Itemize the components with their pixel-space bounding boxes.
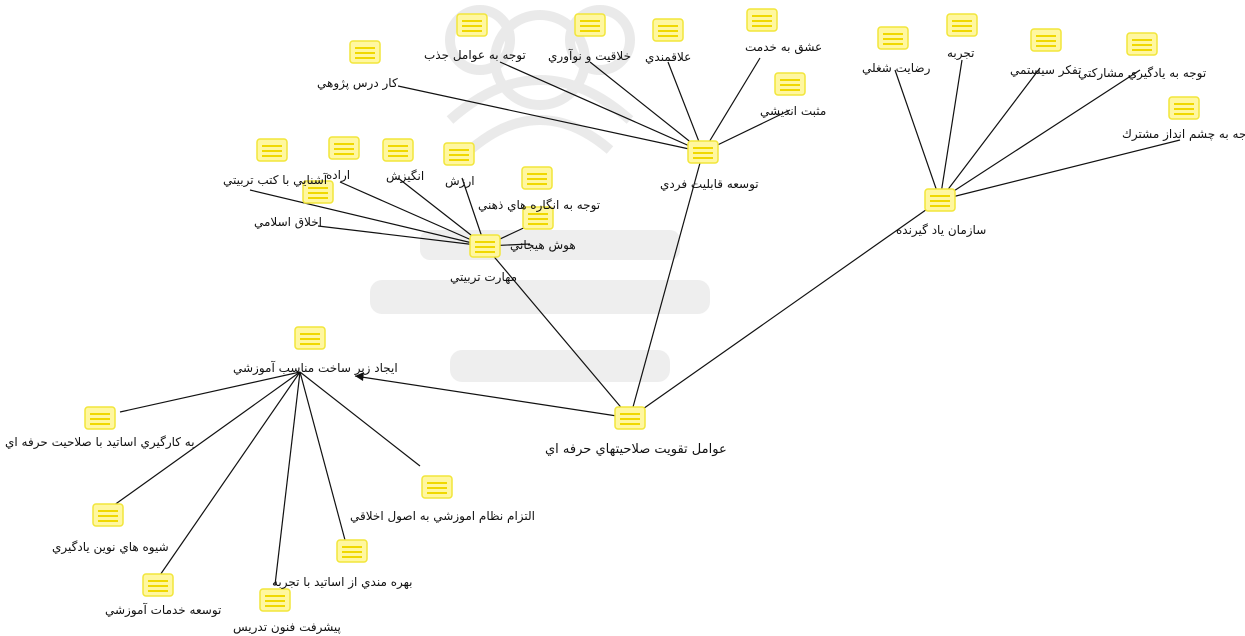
hub2-child-c4-icon[interactable]	[1126, 32, 1158, 56]
hub3-child-c6-icon[interactable]	[521, 166, 553, 190]
edge-hub3-c2	[317, 225, 486, 247]
edge-hub4-c6	[299, 371, 421, 467]
hub1-child-c2-icon[interactable]	[456, 13, 488, 37]
hub2-child-c5-icon[interactable]	[1168, 96, 1200, 120]
hub1-child-c1-label: كار درس پژوهي	[317, 76, 398, 90]
hub3-node-icon[interactable]	[469, 234, 501, 258]
edge-hub1-c4	[667, 61, 704, 153]
node-icons	[84, 8, 1200, 612]
hub2-child-c2-label: تجربه	[947, 46, 975, 60]
hub1-child-c1-icon[interactable]	[349, 40, 381, 64]
hub3-child-c6-label: توجه به انگاره هاي ذهني	[478, 198, 601, 212]
hub4-child-c1-label: به كارگيري اساتيد با صلاحيت حرفه اي	[5, 435, 195, 449]
edge-hub2-c4	[939, 69, 1141, 201]
hub1-child-c4-label: علاقمندي	[645, 50, 692, 64]
hub1-child-c3-icon[interactable]	[574, 13, 606, 37]
hub4-child-c6-label: التزام نظام اموزشي به اصول اخلاقي	[350, 509, 536, 523]
edge-center-hub3	[484, 245, 631, 419]
hub2-label: سازمان ياد گيرنده	[896, 223, 987, 237]
hub1-node-icon[interactable]	[687, 140, 719, 164]
hub3-child-c3-icon[interactable]	[328, 136, 360, 160]
hub1-child-c5-icon[interactable]	[746, 8, 778, 32]
edge-hub1-c1	[397, 85, 704, 153]
hub4-child-c2-icon[interactable]	[92, 503, 124, 527]
hub1-child-c2-label: توجه به عوامل جذب	[424, 48, 526, 62]
edge-hub4-c1	[119, 371, 301, 413]
hub2-node-icon[interactable]	[924, 188, 956, 212]
hub2-child-c4-label: توجه به يادگيري مشاركتي	[1078, 66, 1207, 80]
hub4-child-c4-icon[interactable]	[259, 588, 291, 612]
edge-hub4-c4	[274, 371, 301, 586]
edge-center-hub4	[354, 375, 631, 419]
hub3-child-c4-label: انگيزش	[386, 169, 425, 183]
edge-hub2-c3	[939, 67, 1041, 201]
hub3-child-c4-icon[interactable]	[382, 138, 414, 162]
hub3-child-c1-icon[interactable]	[256, 138, 288, 162]
hub3-label: مهارت تربيتي	[450, 270, 518, 284]
hub1-child-c5-label: عشق به خدمت	[745, 40, 823, 54]
hub4-child-c4-label: پيشرفت فنون تدريس	[233, 620, 341, 634]
hub4-label: ايجاد زير ساخت مناسب آموزشي	[233, 361, 398, 375]
hub2-child-c2-icon[interactable]	[946, 13, 978, 37]
edge-hub2-c1	[894, 69, 941, 201]
hub3-child-c1-label: آشنايي با كتب تربيتي	[223, 173, 328, 187]
edge-hub3-c1	[249, 189, 486, 247]
hub4-child-c2-label: شيوه هاي نوين يادگيري	[52, 540, 169, 554]
center-node-icon[interactable]	[614, 406, 646, 430]
edge-hub4-c5	[299, 371, 346, 541]
hub4-child-c6-icon[interactable]	[421, 475, 453, 499]
center-node-label: عوامل تقويت صلاحيتهاي حرفه اي	[545, 442, 727, 457]
hub3-child-c5-label: ارزش	[445, 174, 475, 188]
hub2-child-c3-icon[interactable]	[1030, 28, 1062, 52]
hub2-child-c3-label: تفكر سيستمي	[1010, 63, 1082, 77]
edge-hub1-c3	[589, 61, 704, 153]
edge-hub1-c5	[702, 57, 761, 153]
hub4-child-c3-icon[interactable]	[142, 573, 174, 597]
edge-hub2-c5	[939, 139, 1181, 201]
hub2-child-c5-label: توجه به چشم انداز مشترك	[1122, 127, 1245, 141]
hub1-child-c3-label: خلاقيت و نوآوري	[548, 49, 631, 63]
edge-hub3-c4	[397, 177, 486, 247]
edge-hub2-c2	[939, 59, 963, 201]
hub4-child-c3-label: توسعه خدمات آموزشي	[105, 603, 222, 617]
edge-center-hub1	[629, 151, 704, 419]
edge-hub4-c2	[109, 371, 301, 509]
hub1-label: توسعه قابليت فردي	[660, 177, 759, 191]
edge-center-hub2	[629, 199, 941, 419]
hub3-child-c3-label: اراده	[326, 168, 351, 182]
hub4-child-c1-icon[interactable]	[84, 406, 116, 430]
hub1-child-c6-icon[interactable]	[774, 72, 806, 96]
hub2-child-c1-label: رضايت شغلي	[862, 61, 931, 75]
hub4-child-c5-label: بهره مندي از اساتيد با تجربه	[272, 575, 413, 589]
arrowhead-hub4	[355, 372, 364, 381]
edge-hub4-c3	[157, 371, 301, 579]
edge-hub3-c3	[339, 181, 486, 247]
edge-hub1-c2	[499, 61, 704, 153]
hub3-child-c5-icon[interactable]	[443, 142, 475, 166]
connector-lines	[109, 57, 1181, 586]
hub1-child-c4-icon[interactable]	[652, 18, 684, 42]
hub1-child-c6-label: مثبت انديشي	[760, 104, 827, 118]
hub3-child-c7-label: هوش هيجاني	[510, 238, 576, 252]
hub3-child-c2-label: اخلاق اسلامي	[254, 215, 323, 229]
hub2-child-c1-icon[interactable]	[877, 26, 909, 50]
hub4-node-icon[interactable]	[294, 326, 326, 350]
hub4-child-c5-icon[interactable]	[336, 539, 368, 563]
